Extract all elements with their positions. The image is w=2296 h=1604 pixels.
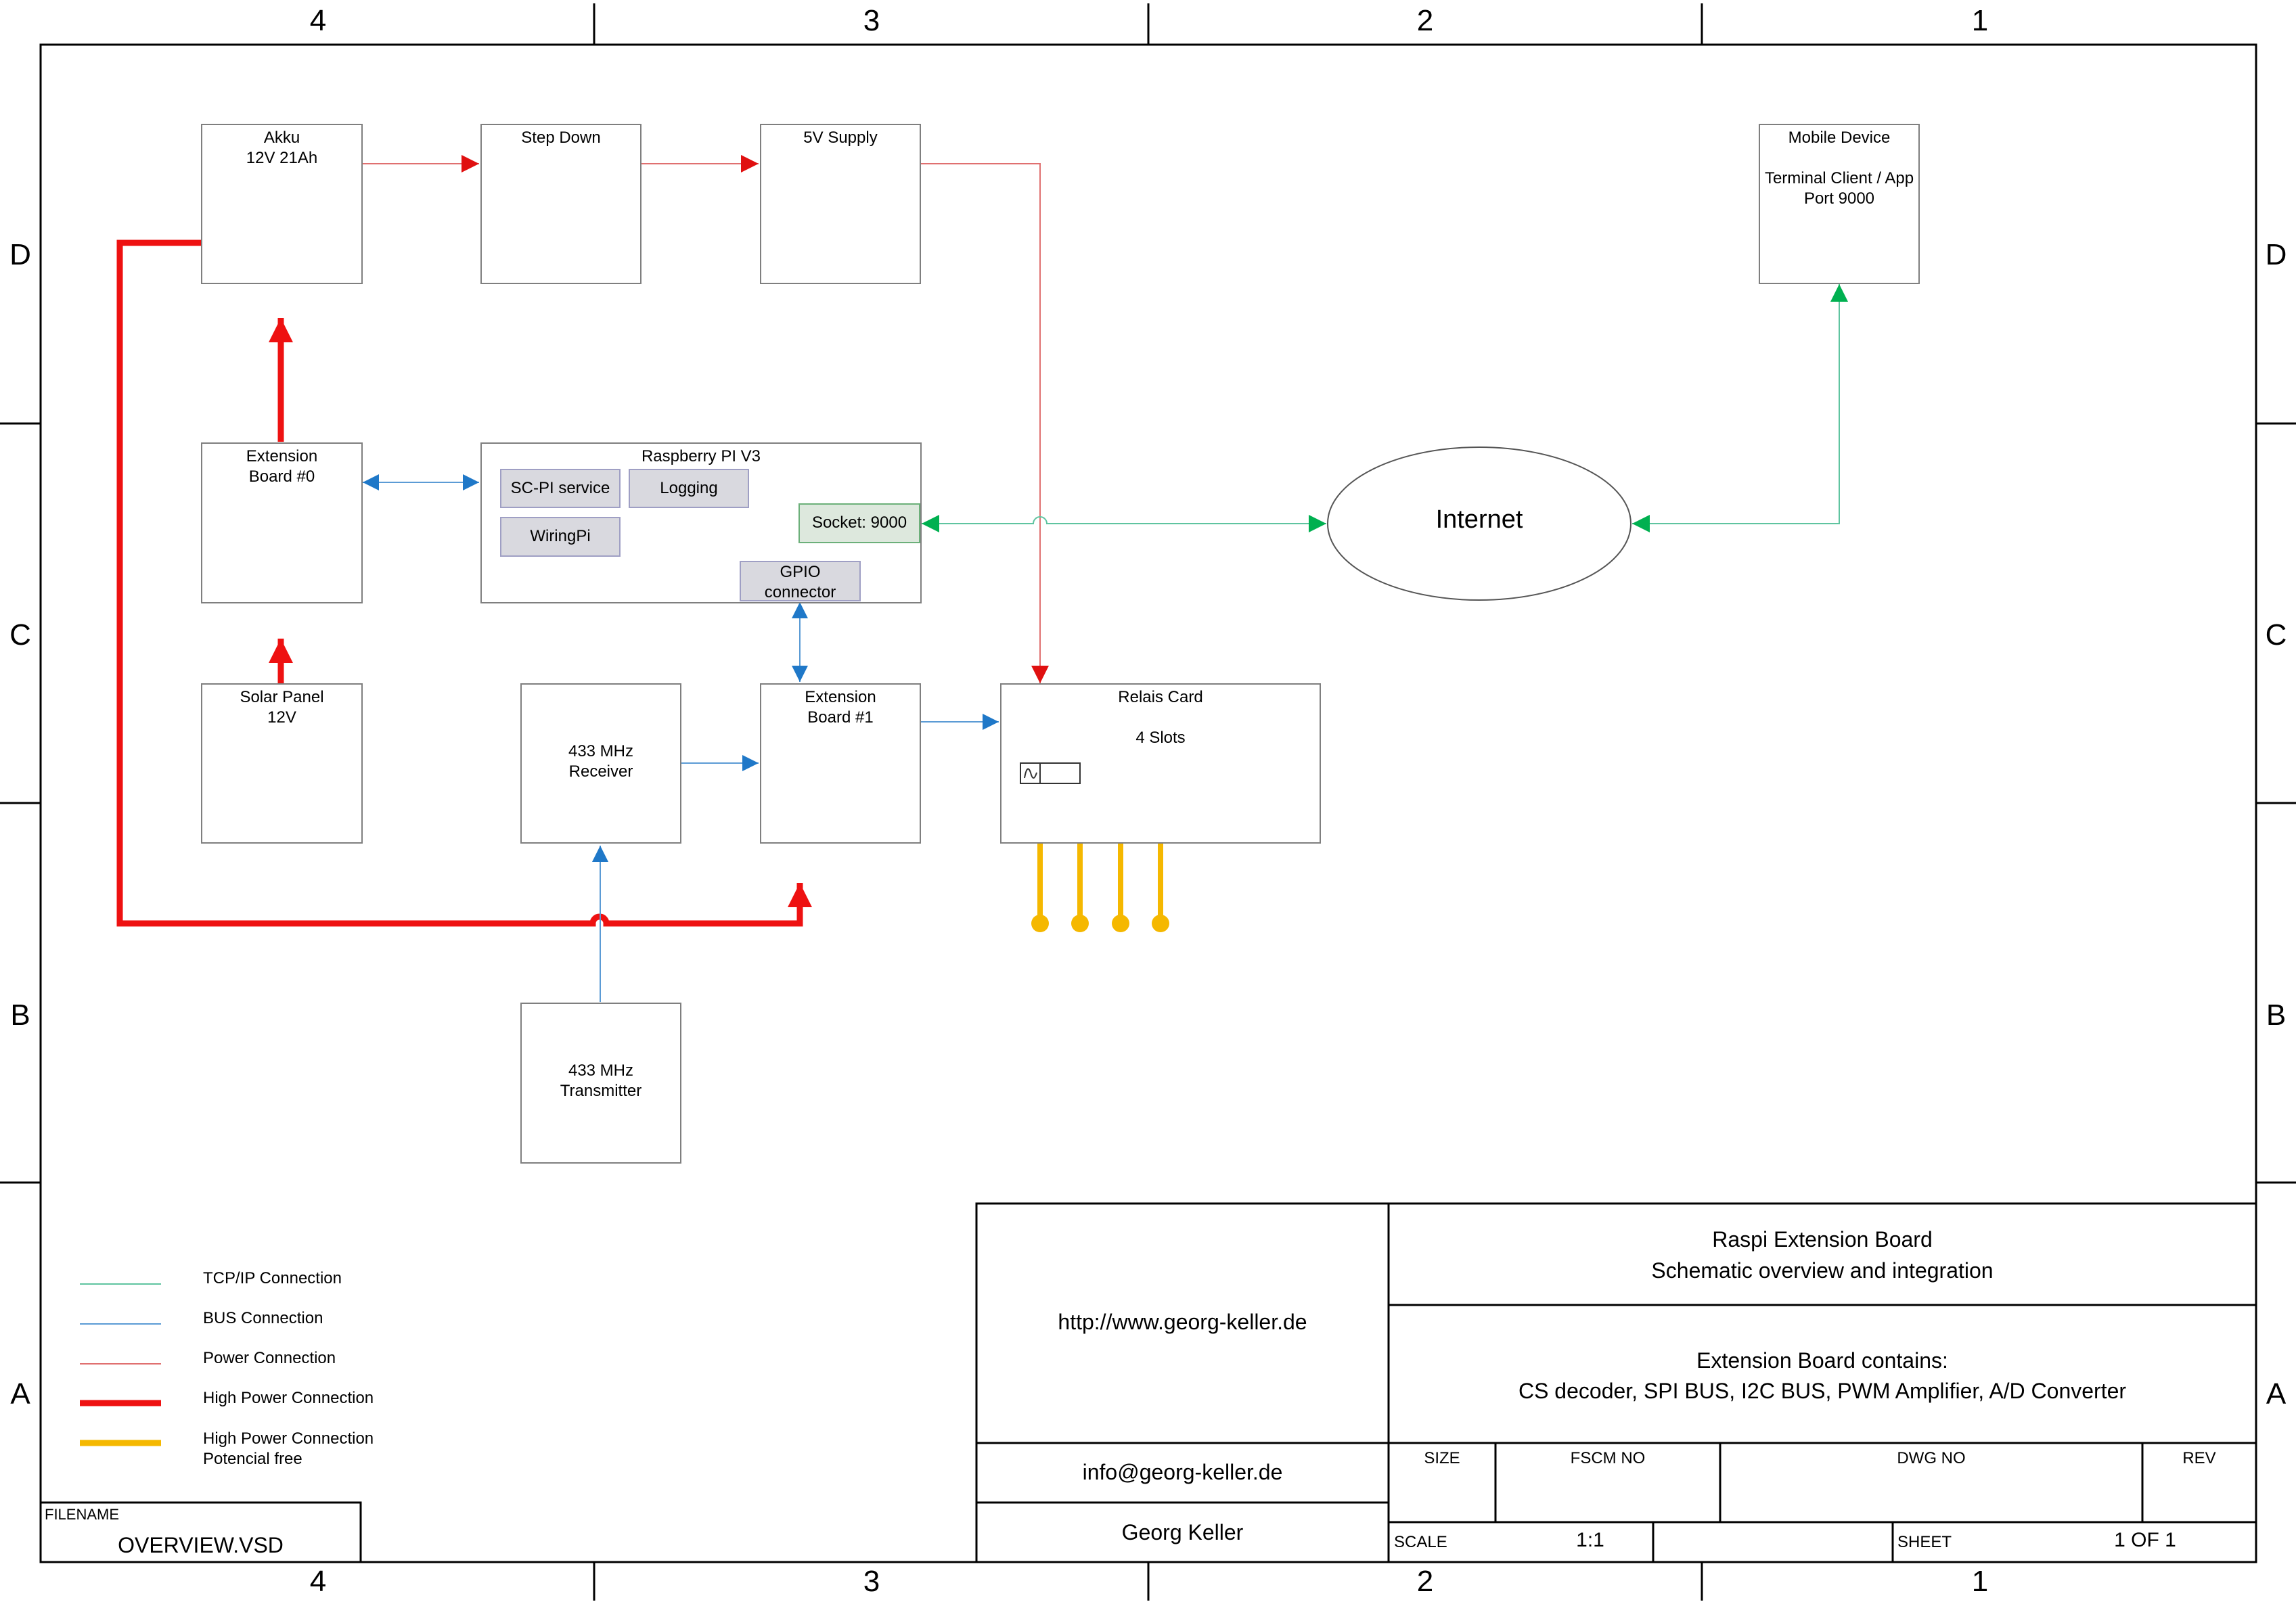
size-caption: SIZE — [1424, 1449, 1460, 1467]
sc-pi-service-label: SC-PI service — [510, 479, 610, 497]
description-list: CS decoder, SPI BUS, I2C BUS, PWM Amplif… — [1518, 1379, 2127, 1403]
legend-high-power-label: High Power Connection — [203, 1389, 374, 1407]
solar-panel-block[interactable]: Solar Panel 12V — [201, 683, 363, 844]
row-label-d-left: D — [9, 238, 31, 271]
scale-value: 1:1 — [1576, 1529, 1604, 1551]
fscm-caption: FSCM NO — [1570, 1449, 1646, 1467]
gpio-connector-label: GPIO connector — [764, 563, 836, 601]
internet-label: Internet — [1435, 505, 1523, 534]
wiringpi-box[interactable]: WiringPi — [500, 517, 621, 557]
col-label-4-top: 4 — [309, 4, 327, 37]
solar-panel-label: Solar Panel 12V — [240, 688, 324, 727]
relais-card-block[interactable]: Relais Card 4 Slots — [1000, 683, 1321, 844]
filename-caption: FILENAME — [45, 1506, 120, 1523]
drawing-subtitle: Schematic overview and integration — [1651, 1258, 1994, 1283]
dwg-caption: DWG NO — [1897, 1449, 1966, 1467]
legend-power-label: Power Connection — [203, 1349, 336, 1367]
extension-board-0-label: Extension Board #0 — [246, 447, 318, 486]
receiver-433-block[interactable]: 433 MHz Receiver — [520, 683, 681, 844]
relais-card-label: Relais Card 4 Slots — [1118, 688, 1203, 747]
extension-board-1-label: Extension Board #1 — [805, 688, 876, 727]
sc-pi-service-box[interactable]: SC-PI service — [500, 469, 621, 508]
col-label-2-top: 2 — [1416, 4, 1434, 37]
step-down-label: Step Down — [521, 129, 601, 147]
internet-cloud — [1327, 446, 1631, 601]
col-label-3-top: 3 — [863, 4, 880, 37]
step-down-block[interactable]: Step Down — [480, 124, 641, 284]
drawing-title: Raspi Extension Board — [1712, 1227, 1933, 1252]
relay-symbol — [1020, 762, 1081, 784]
column-ticks — [0, 3, 2296, 1601]
row-label-c-left: C — [9, 618, 31, 651]
supply-5v-block[interactable]: 5V Supply — [760, 124, 921, 284]
author-name: Georg Keller — [1121, 1520, 1244, 1544]
title-block-grid — [39, 1202, 2257, 1563]
extension-board-0-block[interactable]: Extension Board #0 — [201, 442, 363, 603]
logging-box[interactable]: Logging — [629, 469, 749, 508]
supply-5v-label: 5V Supply — [803, 129, 878, 147]
akku-block[interactable]: Akku 12V 21Ah — [201, 124, 363, 284]
socket-9000-label: Socket: 9000 — [811, 513, 907, 532]
akku-label: Akku 12V 21Ah — [246, 129, 318, 167]
row-label-a-right: A — [2266, 1377, 2287, 1411]
receiver-433-label: 433 MHz Receiver — [568, 742, 634, 781]
extension-board-1-block[interactable]: Extension Board #1 — [760, 683, 921, 844]
row-label-d-right: D — [2265, 238, 2287, 271]
description-heading: Extension Board contains: — [1696, 1348, 1948, 1373]
legend-tcp-label: TCP/IP Connection — [203, 1269, 342, 1287]
row-label-a-left: A — [10, 1377, 30, 1411]
col-label-4-bottom: 4 — [309, 1565, 327, 1598]
email-address[interactable]: info@georg-keller.de — [1082, 1460, 1283, 1484]
gpio-connector-box[interactable]: GPIO connector — [740, 561, 861, 601]
sheet-value: 1 OF 1 — [2114, 1529, 2176, 1551]
rev-caption: REV — [2182, 1449, 2216, 1467]
row-label-b-right: B — [2266, 999, 2287, 1032]
row-label-b-left: B — [10, 999, 30, 1032]
transmitter-433-block[interactable]: 433 MHz Transmitter — [520, 1003, 681, 1164]
relay-outputs — [1031, 842, 1169, 932]
col-label-2-bottom: 2 — [1416, 1565, 1434, 1598]
scale-caption: SCALE — [1394, 1533, 1447, 1551]
bus-connections — [363, 474, 999, 1002]
tcp-connections — [922, 284, 1848, 532]
mobile-device-label: Mobile Device Terminal Client / App Port… — [1764, 129, 1914, 208]
sheet-caption: SHEET — [1897, 1533, 1952, 1551]
high-power-connections — [116, 239, 812, 927]
logging-label: Logging — [660, 479, 718, 497]
filename-value: OVERVIEW.VSD — [118, 1533, 284, 1557]
legend-lines — [80, 1283, 161, 1446]
raspberry-pi-label: Raspberry PI V3 — [641, 447, 761, 465]
website-url[interactable]: http://www.georg-keller.de — [1058, 1310, 1307, 1334]
legend-bus-label: BUS Connection — [203, 1309, 323, 1327]
col-label-1-bottom: 1 — [1971, 1565, 1989, 1598]
power-connections — [361, 155, 1049, 683]
mobile-device-block[interactable]: Mobile Device Terminal Client / App Port… — [1759, 124, 1920, 284]
col-label-3-bottom: 3 — [863, 1565, 880, 1598]
wiringpi-label: WiringPi — [530, 527, 591, 545]
col-label-1-top: 1 — [1971, 4, 1989, 37]
transmitter-433-label: 433 MHz Transmitter — [560, 1061, 642, 1100]
socket-9000-box[interactable]: Socket: 9000 — [798, 503, 920, 543]
legend-potential-free-label: High Power Connection Potencial free — [203, 1429, 374, 1468]
row-label-c-right: C — [2265, 618, 2287, 651]
